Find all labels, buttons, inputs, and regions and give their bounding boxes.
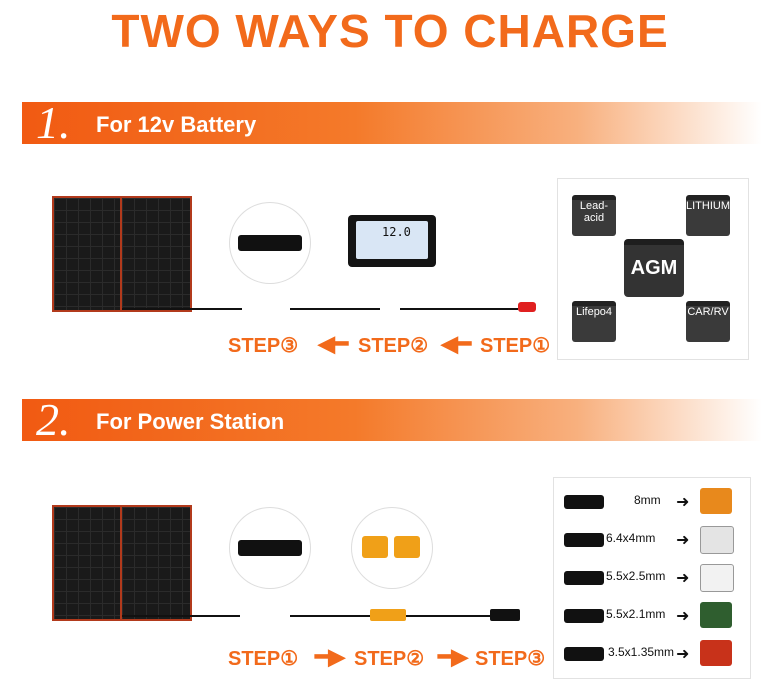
step-label: STEP① (228, 648, 299, 670)
dc-plug (490, 609, 520, 621)
power-station-icon (700, 526, 734, 554)
dc-plug-icon (564, 495, 604, 509)
connector-label: 5.5x2.1mm (606, 607, 666, 621)
section1-band: 1. For 12v Battery (22, 97, 762, 148)
section2-number: 2. (36, 394, 71, 445)
connector-label: 8mm (634, 493, 661, 507)
battery-icon: Lead-acid (572, 195, 616, 236)
connector-row: 5.5x2.1mm ➜ (554, 600, 754, 632)
right-arrow-icon: ━▶ (438, 644, 469, 669)
battery-clamp (518, 302, 536, 312)
controller-display: 12.0 (382, 225, 411, 239)
right-arrow-icon: ━▶ (315, 644, 346, 669)
power-station-icon (700, 488, 732, 514)
connector-row: 8mm ➜ (554, 486, 754, 518)
connector-closeup-2 (230, 508, 310, 588)
power-station-icon (700, 602, 732, 628)
connector-label: 5.5x2.5mm (606, 569, 666, 583)
battery-icon: Lifepo4 (572, 301, 616, 342)
cable (400, 308, 518, 310)
page-title: TWO WAYS TO CHARGE (111, 5, 669, 57)
connectors-box: 8mm ➜ 6.4x4mm ➜ 5.5x2.5mm ➜ 5.5x2.1mm ➜ … (553, 477, 751, 679)
right-arrow-icon: ➜ (676, 646, 690, 663)
cable (290, 615, 370, 617)
battery-types-box: Lead-acid LITHIUM AGM Lifepo4 CAR/RV (557, 178, 749, 360)
cable (122, 308, 242, 310)
battery-icon: CAR/RV (686, 301, 730, 342)
connector-label: 6.4x4mm (606, 531, 656, 545)
power-station-icon (700, 564, 734, 592)
left-arrow-icon: ◀━ (441, 331, 472, 356)
connector-row: 3.5x1.35mm ➜ (554, 638, 754, 670)
connector-closeup-1 (230, 203, 310, 283)
dc-plug-icon (564, 609, 604, 623)
battery-label: Lead-acid (579, 200, 609, 224)
section1-number: 1. (36, 97, 71, 148)
cable (406, 615, 490, 617)
xt60-connector-closeup (352, 508, 432, 588)
battery-icon: LITHIUM (686, 195, 730, 236)
connector-row: 5.5x2.5mm ➜ (554, 562, 754, 594)
battery-label: CAR/RV (687, 306, 729, 318)
battery-icon: AGM (624, 239, 684, 297)
step-label: STEP③ (475, 648, 546, 670)
dc-plug-icon (564, 571, 604, 585)
left-arrow-icon: ◀━ (318, 331, 349, 356)
battery-label: AGM (630, 257, 678, 279)
right-arrow-icon: ➜ (676, 532, 690, 549)
cable (290, 308, 380, 310)
dc-plug-icon (564, 647, 604, 661)
section2-label: For Power Station (96, 409, 285, 434)
connector-label: 3.5x1.35mm (608, 645, 675, 659)
right-arrow-icon: ➜ (676, 608, 690, 625)
step-label: STEP① (480, 335, 551, 357)
charge-controller: 12.0 (348, 215, 436, 267)
cable (122, 615, 240, 617)
connector-row: 6.4x4mm ➜ (554, 524, 754, 556)
step-label: STEP② (354, 648, 425, 670)
step-label: STEP② (358, 335, 429, 357)
power-station-icon (700, 640, 732, 666)
dc-plug-icon (564, 533, 604, 547)
step-label: STEP③ (228, 335, 299, 357)
xt60-plug (370, 609, 406, 621)
section2-band: 2. For Power Station (22, 394, 762, 445)
right-arrow-icon: ➜ (676, 494, 690, 511)
battery-label: Lifepo4 (575, 306, 613, 318)
section1-label: For 12v Battery (96, 112, 257, 137)
battery-label: LITHIUM (686, 200, 730, 212)
right-arrow-icon: ➜ (676, 570, 690, 587)
